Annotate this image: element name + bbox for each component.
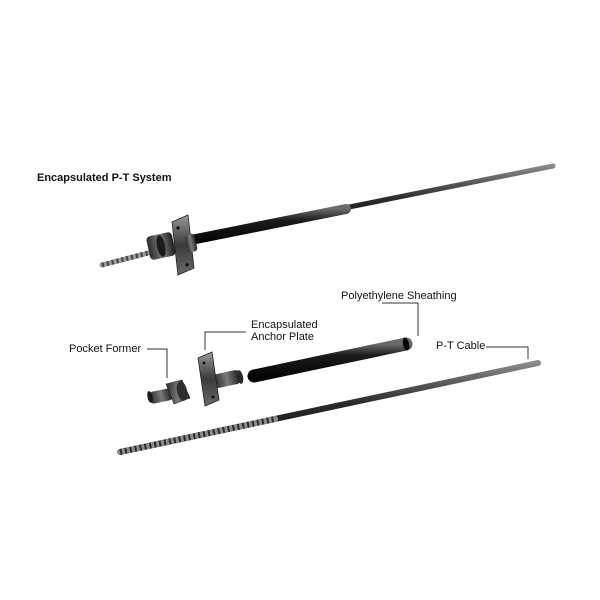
leader-sheathing: [382, 302, 419, 336]
leader-pocket-former: [147, 348, 168, 378]
label-pocket-former: Pocket Former: [69, 343, 142, 355]
pt-cable: [117, 360, 541, 455]
assembled-sheathing: [181, 204, 351, 246]
label-pt-cable: P-T Cable: [436, 340, 486, 352]
label-anchor-plate-line1: Encapsulated: [251, 319, 318, 331]
leader-lines: [147, 302, 529, 378]
encapsulated-anchor-plate: [197, 351, 244, 407]
label-anchor-plate-line2: Anchor Plate: [251, 331, 314, 343]
diagram-title: Encapsulated P-T System: [37, 172, 172, 184]
assembled-strand-tail: [99, 249, 155, 268]
leader-anchor-plate: [204, 331, 246, 350]
pocket-former: [147, 379, 191, 405]
polyethylene-sheathing: [247, 337, 413, 383]
label-sheathing: Polyethylene Sheathing: [341, 290, 457, 302]
assembled-anchor: [146, 214, 198, 276]
leader-cable: [486, 346, 529, 359]
assembled-system: [99, 163, 556, 276]
